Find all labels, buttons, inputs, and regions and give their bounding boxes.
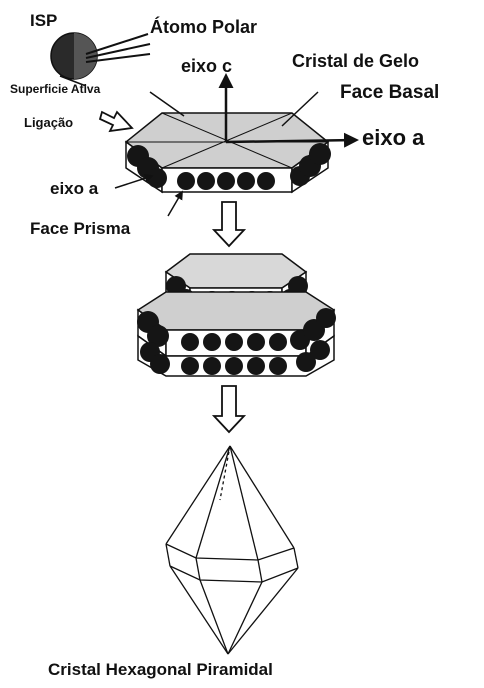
polar-atom-label: Átomo Polar (150, 18, 257, 36)
ice-crystal-label: Cristal de Gelo (292, 52, 419, 70)
a-axis-right-label: eixo a (362, 127, 424, 149)
down-arrow-2 (214, 386, 244, 432)
caption: Cristal Hexagonal Piramidal (48, 661, 273, 678)
bipyramid-crystal (166, 446, 298, 654)
active-surface-label: Superficie Ativa (10, 83, 100, 95)
top-crystal (126, 113, 331, 192)
prism-face-label: Face Prisma (30, 220, 130, 237)
down-arrow-1 (214, 202, 244, 246)
a-axis-left-label: eixo a (50, 180, 98, 197)
isp-particle (51, 33, 150, 86)
c-axis-label: eixo c (181, 57, 232, 75)
bond-label: Ligação (24, 116, 73, 129)
middle-crystal (137, 254, 336, 376)
bond-arrow (100, 112, 132, 131)
basal-face-label: Face Basal (340, 83, 439, 102)
isp-label: ISP (30, 12, 57, 29)
